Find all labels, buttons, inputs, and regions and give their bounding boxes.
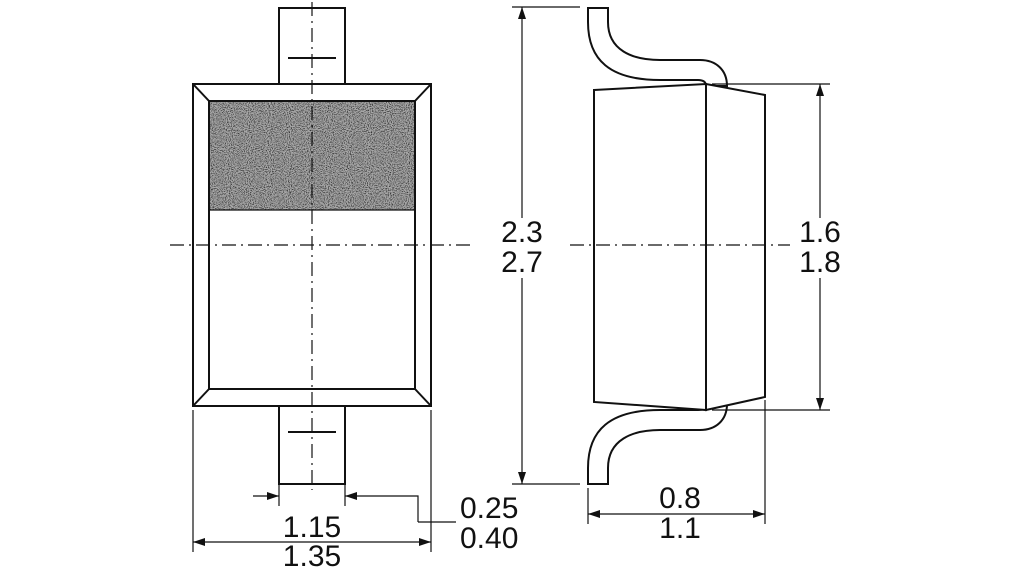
dim-lead-width-min: 0.25 [460,492,518,525]
dim-body-width-max: 1.35 [283,540,341,570]
dim-height-min: 2.3 [501,216,543,249]
side-body-right [705,82,766,412]
dim-body-height-max: 1.8 [799,246,841,279]
dim-thickness-min: 0.8 [659,482,701,515]
bevel-corner [414,388,432,407]
dim-overall-height: 2.3 2.7 [501,6,580,485]
dim-lead-width-max: 0.40 [460,522,518,555]
dim-body-width-min: 1.15 [283,511,341,544]
dim-thickness: 0.8 1.1 [587,400,766,545]
dim-body-height-min: 1.6 [799,216,841,249]
side-body-left [593,82,707,412]
dim-lead-width: 0.25 0.40 [253,484,518,555]
top-view [170,2,470,490]
bevel-corner [192,388,210,407]
side-view [570,7,790,485]
side-top-lead [587,7,729,87]
dim-body-width: 1.15 1.35 [192,410,432,570]
top-lead [278,7,346,85]
bevel-corner [414,83,432,102]
dim-thickness-max: 1.1 [659,512,701,545]
bevel-corner [192,83,210,102]
side-bottom-lead [587,403,729,485]
dim-height-max: 2.7 [501,246,543,279]
dim-body-height: 1.6 1.8 [712,83,841,411]
